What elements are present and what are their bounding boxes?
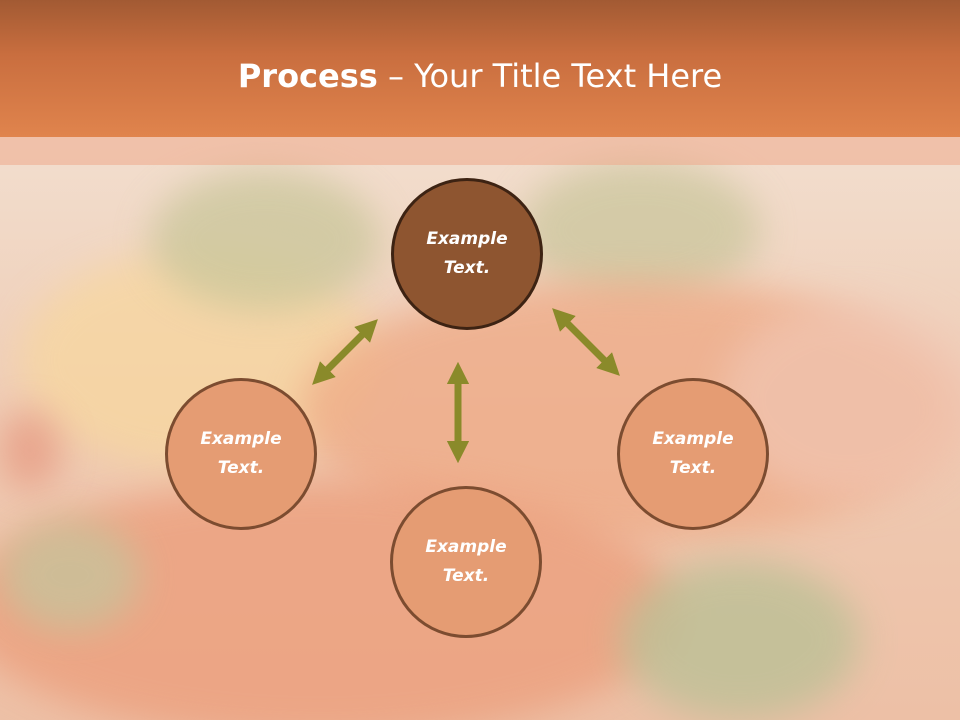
basil-leaf-left [150, 170, 380, 310]
slide-title: Process – Your Title Text Here [0, 52, 960, 100]
right-node-label: Example Text. [652, 429, 734, 478]
slide-title-rest: – Your Title Text Here [377, 57, 723, 95]
arrow-right [552, 308, 620, 376]
red-pepper [0, 410, 60, 490]
center-node-label: Example Text. [426, 229, 508, 278]
title-bar [0, 0, 960, 137]
bottom-node-label: Example Text. [425, 537, 507, 586]
arrow-left [312, 319, 378, 385]
green-pepper-left [0, 520, 140, 630]
bottom-node[interactable]: Example Text. [390, 486, 542, 638]
right-node[interactable]: Example Text. [617, 378, 769, 530]
slide-title-bold: Process [237, 57, 378, 95]
left-node-label: Example Text. [200, 429, 282, 478]
basil-leaf-right [520, 160, 760, 300]
left-node[interactable]: Example Text. [165, 378, 317, 530]
center-node[interactable]: Example Text. [391, 178, 543, 330]
green-pepper-right [620, 560, 860, 720]
title-bar-band [0, 137, 960, 165]
